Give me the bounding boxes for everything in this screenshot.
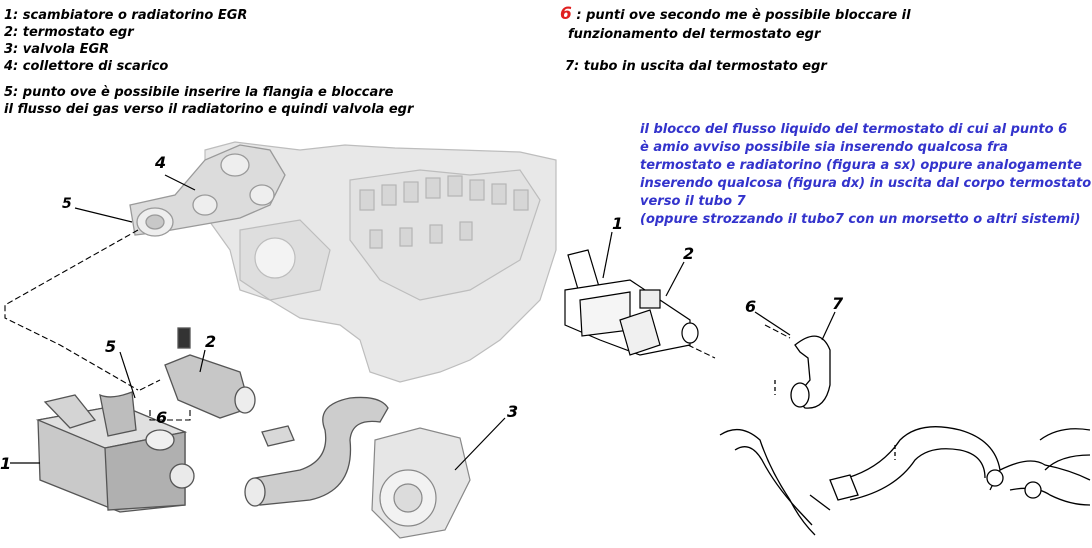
legend-seven: 7: tubo in uscita dal termostato egr	[565, 59, 827, 74]
coolant-hoses-right	[719, 380, 1091, 536]
leaders-left	[10, 174, 506, 471]
egr-valve-left	[371, 427, 471, 539]
note-line-5: verso il tubo 7	[640, 194, 746, 209]
thermostat-left	[164, 327, 256, 419]
engine-block	[204, 141, 557, 383]
callout-4: 4	[155, 153, 167, 172]
note-line-6: (oppure strozzando il tubo7 con un morse…	[640, 212, 1081, 227]
legend-item-2: 2: termostato egr	[4, 25, 134, 40]
note-line-4: inserendo qualcosa (figura dx) in uscita…	[640, 176, 1092, 191]
callout-2-right: 2	[683, 244, 695, 263]
note-line-3: termostato e radiatorino (figura a sx) o…	[640, 158, 1082, 173]
exhaust-manifold	[129, 144, 286, 237]
callout-1-right: 1	[612, 214, 624, 233]
callout-1: 1	[0, 454, 12, 473]
dashed-connector-right	[687, 324, 791, 359]
legend-six-line1: 6 : punti ove secondo me è possibile blo…	[560, 6, 911, 24]
leaders-right	[602, 231, 836, 341]
egr-cooler-left	[35, 391, 195, 513]
callout-2: 2	[205, 332, 217, 351]
note-line-2: è amio avviso possibile sia inserendo qu…	[640, 140, 1008, 155]
callout-3: 3	[507, 402, 519, 421]
legend-item-5: 5: punto ove è possibile inserire la fla…	[4, 85, 394, 100]
legend-item-4: 4: collettore di scarico	[4, 59, 169, 74]
callout-5-mid: 5	[105, 337, 117, 356]
dashed-connector-left	[4, 229, 191, 421]
egr-pipe-left	[244, 396, 389, 507]
callout-7-right: 7	[832, 294, 844, 313]
note-line-1: il blocco del flusso liquido del termost…	[640, 122, 1068, 137]
legend-item-5-cont: il flusso dei gas verso il radiatorino e…	[4, 102, 414, 117]
callout-6-right: 6	[745, 297, 757, 316]
legend-six-line2: funzionamento del termostato egr	[568, 27, 821, 42]
six-marker: 6	[560, 4, 572, 24]
tube-7-right	[790, 335, 831, 409]
six-text: : punti ove secondo me è possibile blocc…	[576, 8, 911, 23]
callout-5-top: 5	[62, 196, 72, 212]
callout-6-left: 6	[156, 408, 168, 427]
legend-item-3: 3: valvola EGR	[4, 42, 110, 57]
egr-cooler-thermostat-right	[564, 249, 699, 356]
legend-item-1: 1: scambiatore o radiatorino EGR	[4, 8, 248, 23]
